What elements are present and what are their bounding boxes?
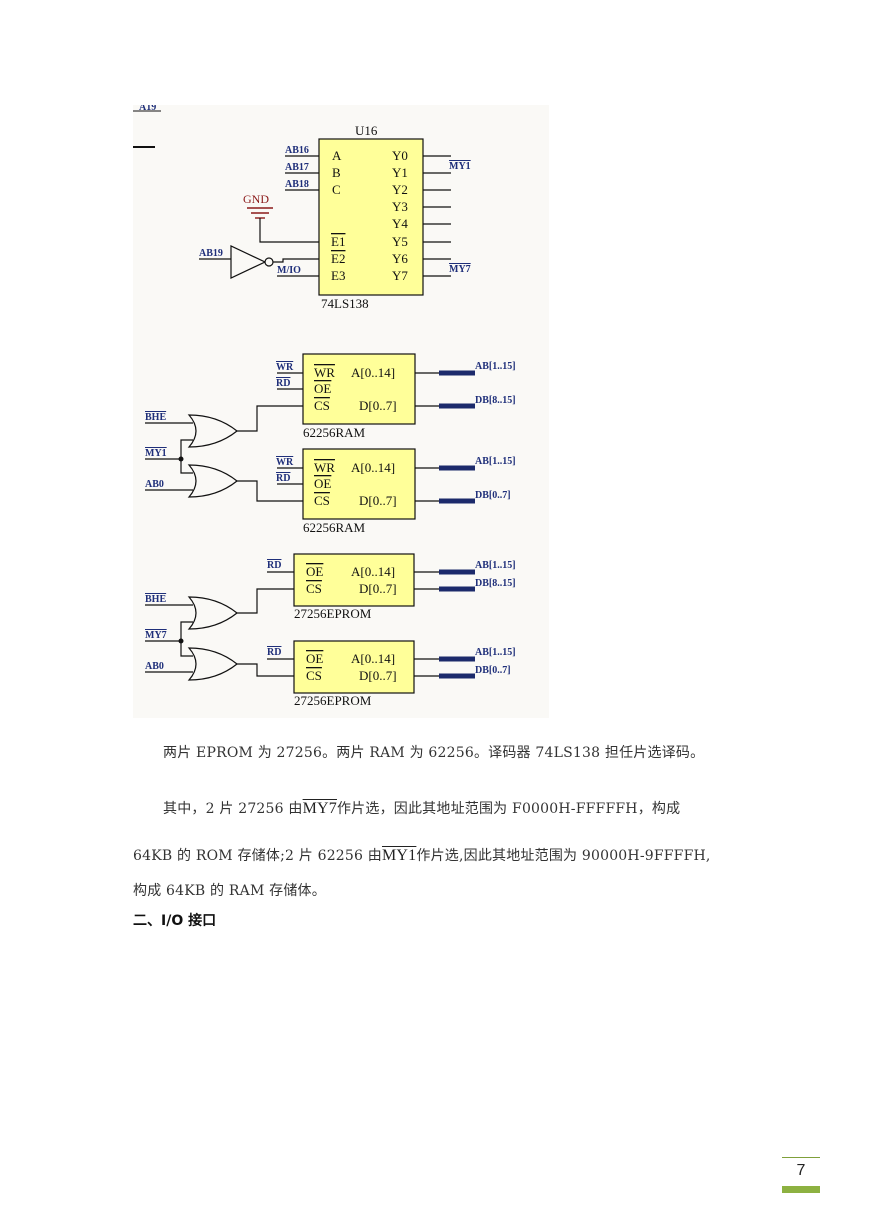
decoder-out-y4: Y4 [392,216,408,231]
net-mio: M/IO [277,265,301,276]
ram2-net-rd: RD [276,473,290,484]
paragraph-line-3: 64KB 的 ROM 存储体;2 片 62256 由MY1作片选,因此其地址范围… [133,845,711,865]
rom-chip-1: OE CS A[0..14] D[0..7] 27256EPROM RD AB[… [267,553,516,621]
or-gate-icon [187,596,238,630]
page-number-rule [782,1157,820,1158]
ram1-pin-oe: OE [314,381,331,396]
ram2-label: 62256RAM [303,520,366,535]
net-ab19: AB19 [199,248,223,259]
rom1-addr: A[0..14] [351,564,395,579]
line2-part-b: 作片选，因此其地址范围为 F0000H-FFFFFH，构成 [336,801,681,817]
line3-part-b: 作片选,因此其地址范围为 90000H-9FFFFH, [416,848,711,864]
ram1-bus-addr: AB[1..15] [475,361,516,372]
decoder-out-y3: Y3 [392,199,408,214]
inverter-icon [230,245,267,279]
rom1-pin-oe: OE [306,564,323,579]
rom1-label: 27256EPROM [294,606,372,621]
decoder-pin-b: B [332,165,341,180]
decoder-ref: U16 [355,123,378,138]
rom-net-bhe: BHE [145,594,166,605]
decoder-part: 74LS138 [321,296,369,311]
ram1-addr: A[0..14] [351,365,395,380]
decoder-out-y5: Y5 [392,234,408,249]
decoder-pin-e1: E1 [331,234,345,249]
ram2-bus-data: DB[0..7] [475,490,511,501]
ram1-label: 62256RAM [303,425,366,440]
decoder-out-y2: Y2 [392,182,408,197]
decoder-pin-a: A [332,148,342,163]
rom2-pin-oe: OE [306,651,323,666]
decoder-pin-c: C [332,182,341,197]
decoder-out-y7: Y7 [392,268,408,283]
rom1-data: D[0..7] [359,581,397,596]
ram2-addr: A[0..14] [351,460,395,475]
top-cut-label: A19 [139,105,156,113]
page-number-bar [782,1186,820,1193]
ram1-net-rd: RD [276,378,290,389]
gnd-label: GND [243,192,269,206]
net-my1-out: MY1 [449,161,471,172]
ram1-bus-data: DB[8..15] [475,395,516,406]
line2-part-a: 其中，2 片 27256 由 [163,801,303,817]
decoder-pin-e3: E3 [331,268,345,283]
or-gate-icon [187,464,238,498]
page-number: 7 [796,1162,806,1179]
decoder-pin-e2: E2 [331,251,345,266]
rom1-bus-data: DB[8..15] [475,578,516,589]
net-ab18: AB18 [285,179,309,190]
line3-part-a: 64KB 的 ROM 存储体;2 片 62256 由 [133,848,382,864]
ram2-pin-cs: CS [314,493,330,508]
ram-chip-1: WR OE CS A[0..14] D[0..7] 62256RAM WR RD… [276,353,516,440]
signal-my1: MY1 [381,847,417,864]
ram-chip-2: WR OE CS A[0..14] D[0..7] 62256RAM WR RD… [276,448,516,535]
rom2-data: D[0..7] [359,668,397,683]
rom1-bus-addr: AB[1..15] [475,560,516,571]
rom-net-ab0: AB0 [145,661,164,672]
rom2-bus-addr: AB[1..15] [475,647,516,658]
ram2-net-wr: WR [276,457,294,468]
net-ab16: AB16 [285,145,309,156]
decoder-out-y1: Y1 [392,165,408,180]
paragraph-line-1: 两片 EPROM 为 27256。两片 RAM 为 62256。译码器 74LS… [163,745,705,761]
or-gate-icon [187,647,238,681]
or-gate-icon [187,414,238,448]
decoder-out-y6: Y6 [392,251,408,266]
ram1-net-wr: WR [276,362,294,373]
rom1-pin-cs: CS [306,581,322,596]
rom2-net-rd: RD [267,647,281,658]
ram-net-my1: MY1 [145,448,167,459]
rom1-net-rd: RD [267,560,281,571]
signal-my7: MY7 [302,800,337,817]
ram-net-bhe: BHE [145,412,166,423]
rom2-pin-cs: CS [306,668,322,683]
rom-chip-2: OE CS A[0..14] D[0..7] 27256EPROM RD AB[… [267,640,516,708]
ram2-pin-wr: WR [314,460,335,475]
rom2-label: 27256EPROM [294,693,372,708]
ram-or-gates: BHE MY1 AB0 [145,405,303,502]
ram1-data: D[0..7] [359,398,397,413]
ram-net-ab0: AB0 [145,479,164,490]
decoder-74ls138: U16 74LS138 A B C E1 E2 E3 Y0 Y1 Y2 Y3 Y… [199,123,471,311]
decoder-out-y0: Y0 [392,148,408,163]
rom2-bus-data: DB[0..7] [475,665,511,676]
schematic-figure: A19 U16 74LS138 A B C E1 E2 E3 Y0 Y1 Y2 … [133,105,549,718]
section-heading: 二、I/O 接口 [133,913,217,929]
ram1-pin-cs: CS [314,398,330,413]
ram2-bus-addr: AB[1..15] [475,456,516,467]
ram1-pin-wr: WR [314,365,335,380]
rom-net-my7: MY7 [145,630,167,641]
net-my7-out: MY7 [449,264,471,275]
rom2-addr: A[0..14] [351,651,395,666]
ram2-data: D[0..7] [359,493,397,508]
rom-or-gates: BHE MY7 AB0 [145,588,294,681]
net-ab17: AB17 [285,162,309,173]
ram2-pin-oe: OE [314,476,331,491]
paragraph-line-2: 其中，2 片 27256 由MY7作片选，因此其地址范围为 F0000H-FFF… [163,798,680,818]
paragraph-line-4: 构成 64KB 的 RAM 存储体。 [133,883,326,899]
